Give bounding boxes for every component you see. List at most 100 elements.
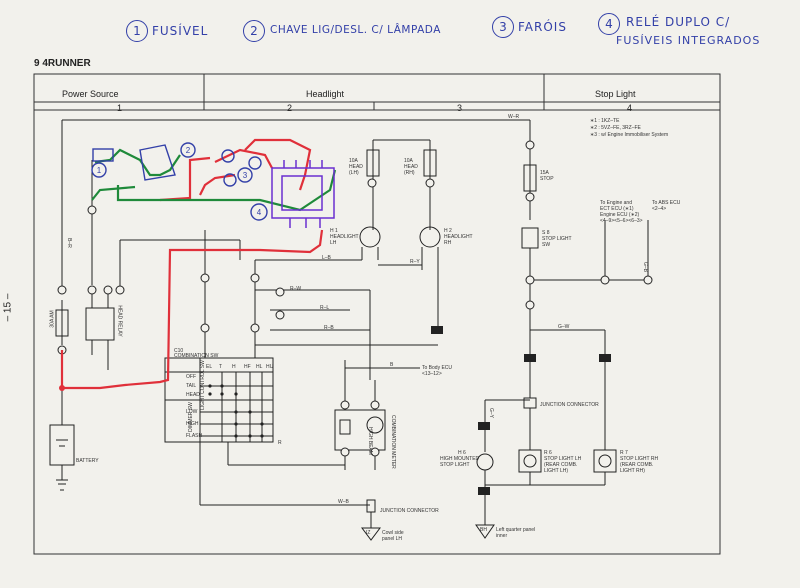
label-headlight-lh-c: LH (330, 240, 337, 246)
note-3: ∗3 : w/ Engine Immobiliser System (590, 132, 669, 138)
label-headlight-rh-b: HEADLIGHT (444, 234, 473, 240)
legend-text-4b: FUSÍVEIS INTEGRADOS (616, 34, 761, 47)
label-to-body-ecu: To Body ECU (422, 365, 453, 371)
label-to-engine-ecu-b: ECT ECU (∗1) (600, 206, 634, 212)
label-stop-sw-b: STOP LIGHT (542, 236, 572, 242)
legend-text-2: CHAVE LIG/DESL. C/ LÂMPADA (270, 24, 441, 36)
wire-label-br: B–R (65, 238, 72, 248)
label-comb-meter: COMBINATION METER (390, 415, 396, 469)
label-stop-lh-b: STOP LIGHT LH (544, 456, 582, 462)
label-to-engine-ecu-a: To Engine and (600, 200, 632, 206)
section-headlight: Headlight (306, 89, 345, 99)
label-comb-sw-id: C10 (174, 348, 184, 354)
legend-text-4: RELÉ DUPLO C/ (626, 15, 731, 29)
label-ground-iz-c: panel LH (382, 536, 403, 542)
legend-num-1: 1 (126, 20, 148, 42)
label-head-relay: HEAD RELAY (116, 305, 123, 337)
wire-label-gw: G–W (558, 324, 570, 330)
note-1: ∗1 : 1KZ–TE (590, 118, 620, 124)
label-to-engine-ecu-d: <4–9><5–6><6–3> (600, 218, 643, 224)
comb-hdr-el: EL (206, 364, 213, 370)
label-fl-fuse: 30A AM (49, 310, 56, 328)
label-fuse-lh-c: (LH) (349, 170, 359, 176)
column-2: 2 (287, 103, 293, 113)
label-stop-lh-d: LIGHT LH) (544, 468, 569, 474)
page-title: 9 4RUNNER (34, 58, 91, 69)
label-stop-lh-a: R 6 (544, 450, 552, 456)
legend-text-1: FUSÍVEL (152, 24, 209, 38)
comb-hdr-t: T (219, 364, 223, 370)
wire-label-ry: R–Y (410, 259, 420, 265)
svg-text:4: 4 (257, 208, 262, 217)
label-to-abs-ecu-b: <2–4> (652, 206, 667, 212)
label-fuse-lh-a: 10A (349, 158, 358, 164)
label-stop-rh-a: R 7 (620, 450, 628, 456)
label-to-abs-ecu-a: To ABS ECU (652, 200, 681, 206)
label-ground-bh-c: inner (496, 533, 508, 539)
legend-text-3: FARÓIS (518, 20, 567, 34)
column-3: 3 (457, 103, 463, 113)
section-stop-light: Stop Light (595, 89, 636, 99)
label-stop-sw-a: S 8 (542, 230, 550, 236)
comb-row-high: HIGH (186, 421, 199, 427)
label-dimmer-sw: DIMMER SW (187, 402, 194, 432)
legend-num-2: 2 (243, 20, 265, 42)
legend-num-4: 4 (598, 13, 620, 35)
label-headlight-lh-a: H 1 (330, 228, 338, 234)
comb-row-low: LOW (186, 409, 198, 415)
label-junction-connector-2: JUNCTION CONNECTOR (540, 402, 599, 408)
wire-label-lb: L–B (322, 255, 331, 261)
label-stop-fuse-a: 15A (540, 170, 549, 176)
comb-hdr-hf: HF (244, 364, 251, 370)
comb-row-off: OFF (186, 374, 196, 380)
label-fuse-rh-c: (RH) (404, 170, 415, 176)
comb-row-flash: FLASH (186, 433, 203, 439)
label-fuse-rh-a: 10A (404, 158, 413, 164)
label-stop-sw-c: SW (542, 242, 551, 248)
wire-label-wb: W–B (338, 499, 349, 505)
svg-text:2: 2 (186, 146, 191, 155)
comb-row-head: HEAD (186, 392, 200, 398)
wire-label-rl: R–L (320, 305, 330, 311)
comb-hdr-hu: HU (266, 364, 274, 370)
label-headlight-lh-b: HEADLIGHT (330, 234, 359, 240)
label-headlight-rh-a: H 2 (444, 228, 452, 234)
label-comb-sw: COMBINATION SW (174, 353, 219, 359)
label-fuse-rh-b: HEAD (404, 164, 418, 170)
wire-label-rw: R–W (290, 286, 302, 292)
label-to-body-ecu-ref: <13–12> (422, 371, 442, 377)
label-ground-iz-a: IZ (366, 530, 371, 536)
section-power-source: Power Source (62, 89, 119, 99)
label-stop-rh-b: STOP LIGHT RH (620, 456, 659, 462)
wire-label-rb: R–B (324, 325, 334, 331)
label-battery: BATTERY (76, 458, 99, 464)
note-2: ∗2 : 5VZ–FE, 3RZ–FE (590, 125, 641, 131)
comb-hdr-h: H (232, 364, 236, 370)
wire-label-r: R (278, 440, 282, 446)
label-headlight-rh-c: RH (444, 240, 452, 246)
label-to-engine-ecu-c: Engine ECU (∗2) (600, 212, 640, 218)
label-light-control-sw: LIGHT CONTROL SW (199, 360, 206, 410)
label-ground-bh-a: BH (480, 527, 487, 533)
label-high-beam: HIGH BEAM (367, 426, 374, 456)
legend-num-3: 3 (492, 16, 514, 38)
label-stop-lh-c: (REAR COMB. (544, 462, 578, 468)
label-stop-fuse-b: STOP (540, 176, 554, 182)
label-hi-mount-b: HIGH MOUNTED (440, 456, 480, 462)
column-4: 4 (627, 103, 633, 113)
label-stop-rh-d: LIGHT RH) (620, 468, 645, 474)
wire-label-b: B (390, 362, 394, 368)
wire-label-wr: W–R (508, 114, 520, 120)
label-fuse-lh-b: HEAD (349, 164, 363, 170)
label-ground-bh-b: Left quarter panel (496, 527, 536, 533)
label-hi-mount-a: H 6 (458, 450, 466, 456)
column-1: 1 (117, 103, 123, 113)
svg-text:1: 1 (97, 166, 102, 175)
label-stop-rh-c: (REAR COMB. (620, 462, 654, 468)
wire-label-gb: G–B (642, 261, 649, 273)
svg-text:3: 3 (243, 171, 248, 180)
comb-hdr-hl: HL (256, 364, 263, 370)
wire-label-gy: G–Y (488, 407, 495, 419)
label-ground-iz-b: Cowl side (382, 530, 404, 536)
